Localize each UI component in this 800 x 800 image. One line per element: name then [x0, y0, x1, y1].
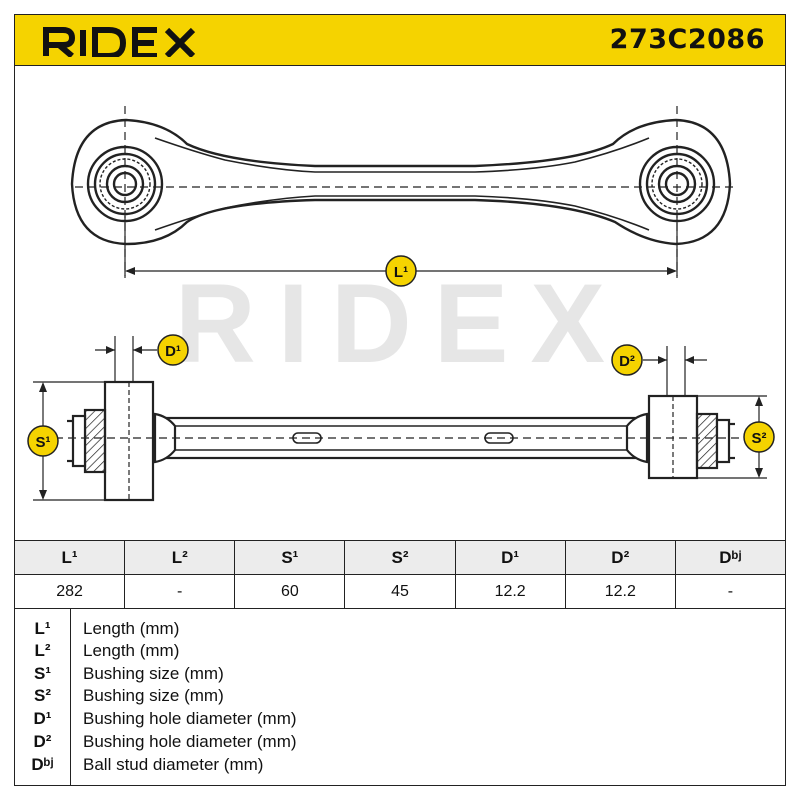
center-lines	[75, 106, 733, 276]
l1-label-badge	[385, 255, 417, 287]
header-cell: L²	[124, 540, 236, 575]
d1-label: D¹	[165, 343, 181, 360]
header-cell: L¹	[13, 540, 126, 575]
legend-description: Bushing size (mm)	[83, 664, 224, 683]
value-cell: 12.2	[564, 574, 676, 609]
legend-row: S¹ Bushing size (mm)	[15, 663, 787, 685]
legend-symbol: S¹	[34, 664, 51, 683]
legend-description: Ball stud diameter (mm)	[83, 755, 264, 774]
arm-side-view	[67, 380, 735, 502]
arm-top-view	[70, 118, 732, 246]
legend: L¹ Length (mm) L² Length (mm) S¹ Bushing…	[14, 608, 786, 786]
header-cell: S¹	[234, 540, 346, 575]
legend-description: Bushing size (mm)	[83, 686, 224, 705]
specs-header-row: L¹ L² S¹ S² D¹ D² Dᵇʲ	[13, 540, 787, 575]
legend-symbol: D¹	[33, 709, 52, 728]
legend-row: L² Length (mm)	[15, 640, 787, 662]
legend-description: Length (mm)	[83, 619, 180, 638]
legend-row: D² Bushing hole diameter (mm)	[15, 731, 787, 753]
value-cell: -	[674, 574, 787, 609]
header-cell: Dᵇʲ	[674, 540, 787, 575]
legend-row: D¹ Bushing hole diameter (mm)	[15, 708, 787, 730]
s2-label: S²	[752, 430, 767, 447]
value-cell: 12.2	[454, 574, 566, 609]
specs-table: L¹ L² S¹ S² D¹ D² Dᵇʲ 282 - 60 45 12.2 1…	[13, 540, 787, 609]
legend-row: L¹ Length (mm)	[15, 618, 787, 640]
dimension-l1: L¹	[124, 216, 678, 287]
s1-label-badge	[27, 425, 59, 457]
legend-description: Length (mm)	[83, 641, 180, 660]
dimension-s2: S²	[697, 395, 775, 479]
value-cell: -	[124, 574, 236, 609]
legend-symbol: Dᵇʲ	[31, 755, 54, 774]
header-cell: D²	[564, 540, 676, 575]
ridex-logo	[43, 27, 196, 57]
part-number: 273C2086	[609, 24, 765, 55]
d1-label-badge	[157, 334, 189, 366]
value-cell: 282	[13, 574, 126, 609]
s1-label: S¹	[36, 434, 51, 451]
legend-description: Bushing hole diameter (mm)	[83, 709, 297, 728]
technical-drawing: RIDEX	[14, 66, 786, 540]
legend-symbol: D²	[33, 732, 52, 751]
legend-row: S² Bushing size (mm)	[15, 685, 787, 707]
header-cell: D¹	[454, 540, 566, 575]
dimension-s1: S¹	[27, 381, 105, 501]
header-bar: 273C2086	[14, 14, 786, 66]
dimension-d1: D¹	[95, 334, 189, 382]
d2-label-badge	[611, 344, 643, 376]
value-cell: 60	[234, 574, 346, 609]
dimension-d2: D²	[611, 344, 707, 396]
drawing-canvas: RIDEX	[27, 106, 775, 502]
legend-row: Dᵇʲ Ball stud diameter (mm)	[15, 754, 787, 776]
header-cell: S²	[344, 540, 456, 575]
legend-symbol: L²	[34, 641, 51, 660]
specs-value-row: 282 - 60 45 12.2 12.2 -	[13, 574, 787, 609]
legend-symbol: S²	[34, 686, 51, 705]
value-cell: 45	[344, 574, 456, 609]
legend-description: Bushing hole diameter (mm)	[83, 732, 297, 751]
l1-label: L¹	[394, 264, 408, 281]
legend-divider	[70, 608, 71, 785]
d2-label: D²	[619, 353, 635, 370]
s2-label-badge	[743, 421, 775, 453]
legend-symbol: L¹	[34, 619, 51, 638]
